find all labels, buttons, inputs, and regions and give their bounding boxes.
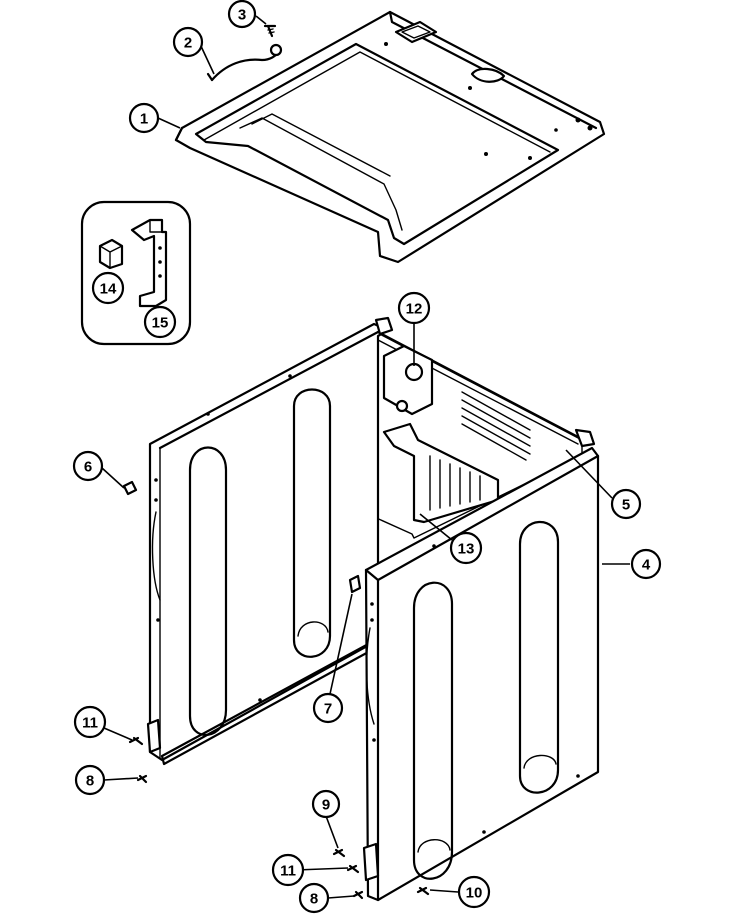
callout-15-label: 15 — [152, 315, 169, 332]
leader-lines — [101, 15, 630, 899]
callout-8b: 8 — [298, 882, 330, 914]
ground-wire — [206, 43, 283, 82]
callout-7: 7 — [312, 692, 344, 724]
callout-4: 4 — [630, 548, 662, 580]
hardware — [128, 736, 430, 900]
callout-5: 5 — [610, 488, 642, 520]
callout-11b: 11 — [271, 853, 305, 887]
callout-2-label: 2 — [184, 35, 192, 52]
callout-8a-label: 8 — [86, 773, 94, 790]
callout-7-label: 7 — [324, 701, 332, 718]
callout-10-label: 10 — [466, 885, 483, 902]
callout-14: 14 — [91, 271, 125, 305]
callout-3: 3 — [227, 0, 257, 29]
screw — [263, 24, 277, 38]
callout-9: 9 — [311, 789, 341, 819]
callout-15: 15 — [143, 305, 177, 339]
callout-4-label: 4 — [642, 557, 651, 574]
callout-12-label: 12 — [406, 301, 423, 318]
callout-10: 10 — [457, 875, 491, 909]
callout-8a: 8 — [74, 764, 106, 796]
inset-box — [80, 200, 192, 346]
callout-6-label: 6 — [84, 459, 92, 476]
callout-3-label: 3 — [238, 7, 246, 24]
callout-11a: 11 — [73, 705, 107, 739]
callout-6: 6 — [72, 450, 104, 482]
callout-12: 12 — [397, 291, 431, 325]
callout-13-label: 13 — [458, 541, 475, 558]
callout-13: 13 — [449, 531, 483, 565]
callout-9-label: 9 — [322, 797, 330, 814]
callout-14-label: 14 — [100, 281, 117, 298]
callout-1: 1 — [128, 102, 160, 134]
cabinet — [122, 316, 600, 902]
callout-5-label: 5 — [622, 497, 630, 514]
callout-11a-label: 11 — [82, 715, 98, 732]
callout-1-label: 1 — [140, 111, 148, 128]
top-panel — [174, 10, 606, 264]
callout-8b-label: 8 — [310, 891, 318, 908]
callout-11b-label: 11 — [280, 863, 296, 880]
callout-2: 2 — [172, 26, 204, 58]
